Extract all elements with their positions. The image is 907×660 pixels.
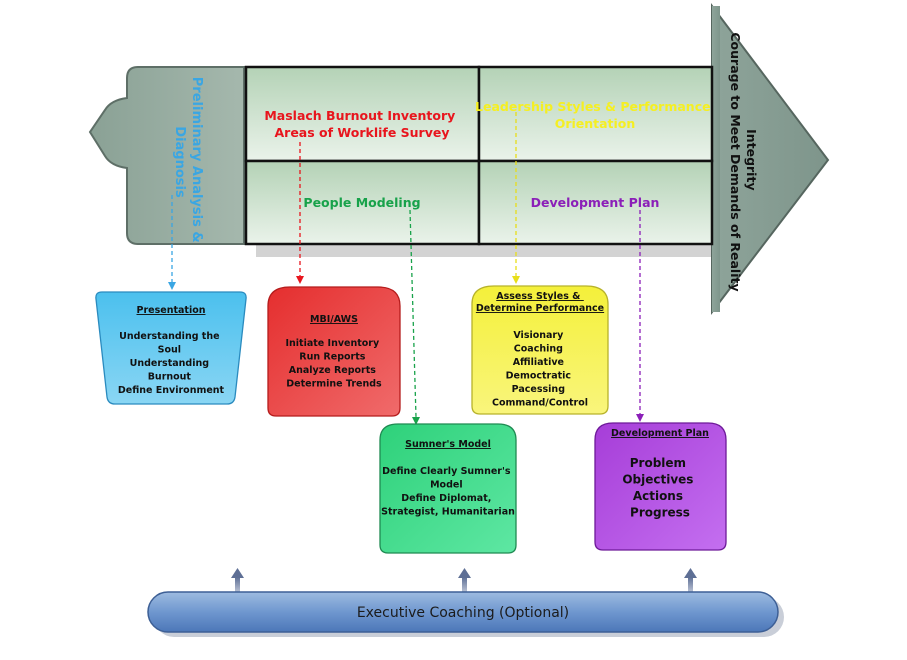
presentation-body: Understanding the Soul Understanding Bur… — [118, 331, 225, 396]
grid-cell-development — [477, 159, 714, 246]
connector-devplan — [636, 210, 644, 422]
assess-body: Visionary Coaching Affiliative Democtrat… — [492, 330, 588, 409]
preliminary-analysis-piece — [88, 66, 245, 245]
assess-title: Assess Styles & Determine Performance — [476, 291, 604, 314]
presentation-title: Presentation — [137, 305, 206, 316]
connector-sumner — [409, 209, 420, 425]
preliminary-label: Preliminary Analysis & Diagnosis — [172, 77, 204, 247]
people-modeling-label: People Modeling — [303, 195, 420, 210]
connector-assess — [512, 112, 520, 284]
arrow-body — [712, 6, 720, 312]
sumner-body: Define Clearly Sumner's Model Define Dip… — [381, 466, 515, 518]
leadership-label: Leadership Styles & Performance Orientat… — [475, 99, 715, 131]
grid-cell-leadership — [477, 65, 714, 163]
maslach-label: Maslach Burnout Inventory Areas of Workl… — [264, 108, 459, 140]
assess-card: Assess Styles & Determine Performance Vi… — [471, 285, 609, 415]
mbi-card: MBI/AWS Initiate Inventory Run Reports A… — [267, 286, 401, 417]
integrity-label: Integrity Courage to Meet Demands of Rea… — [728, 32, 759, 291]
development-plan-label: Development Plan — [531, 195, 660, 210]
up-arrow-left — [231, 568, 244, 594]
sumner-card: Sumner's Model Define Clearly Sumner's M… — [379, 423, 517, 554]
devplan-title: Development Plan — [611, 428, 709, 439]
sumner-title: Sumner's Model — [405, 439, 491, 450]
devplan-body: Problem Objectives Actions Progress — [622, 456, 697, 520]
grid-cell-maslach — [244, 65, 481, 163]
executive-coaching-label: Executive Coaching (Optional) — [357, 605, 569, 621]
connector-presentation — [168, 195, 176, 290]
connector-mbi — [296, 142, 304, 284]
up-arrow-right — [684, 568, 697, 594]
executive-coaching-bar — [147, 591, 779, 633]
devplan-card: Development Plan Problem Objectives Acti… — [594, 422, 727, 551]
mbi-body: Initiate Inventory Run Reports Analyze R… — [285, 338, 382, 390]
mbi-title: MBI/AWS — [310, 314, 358, 325]
presentation-card: Presentation Understanding the Soul Unde… — [95, 291, 247, 405]
grid-cell-people — [244, 159, 481, 246]
up-arrow-center — [458, 568, 471, 594]
